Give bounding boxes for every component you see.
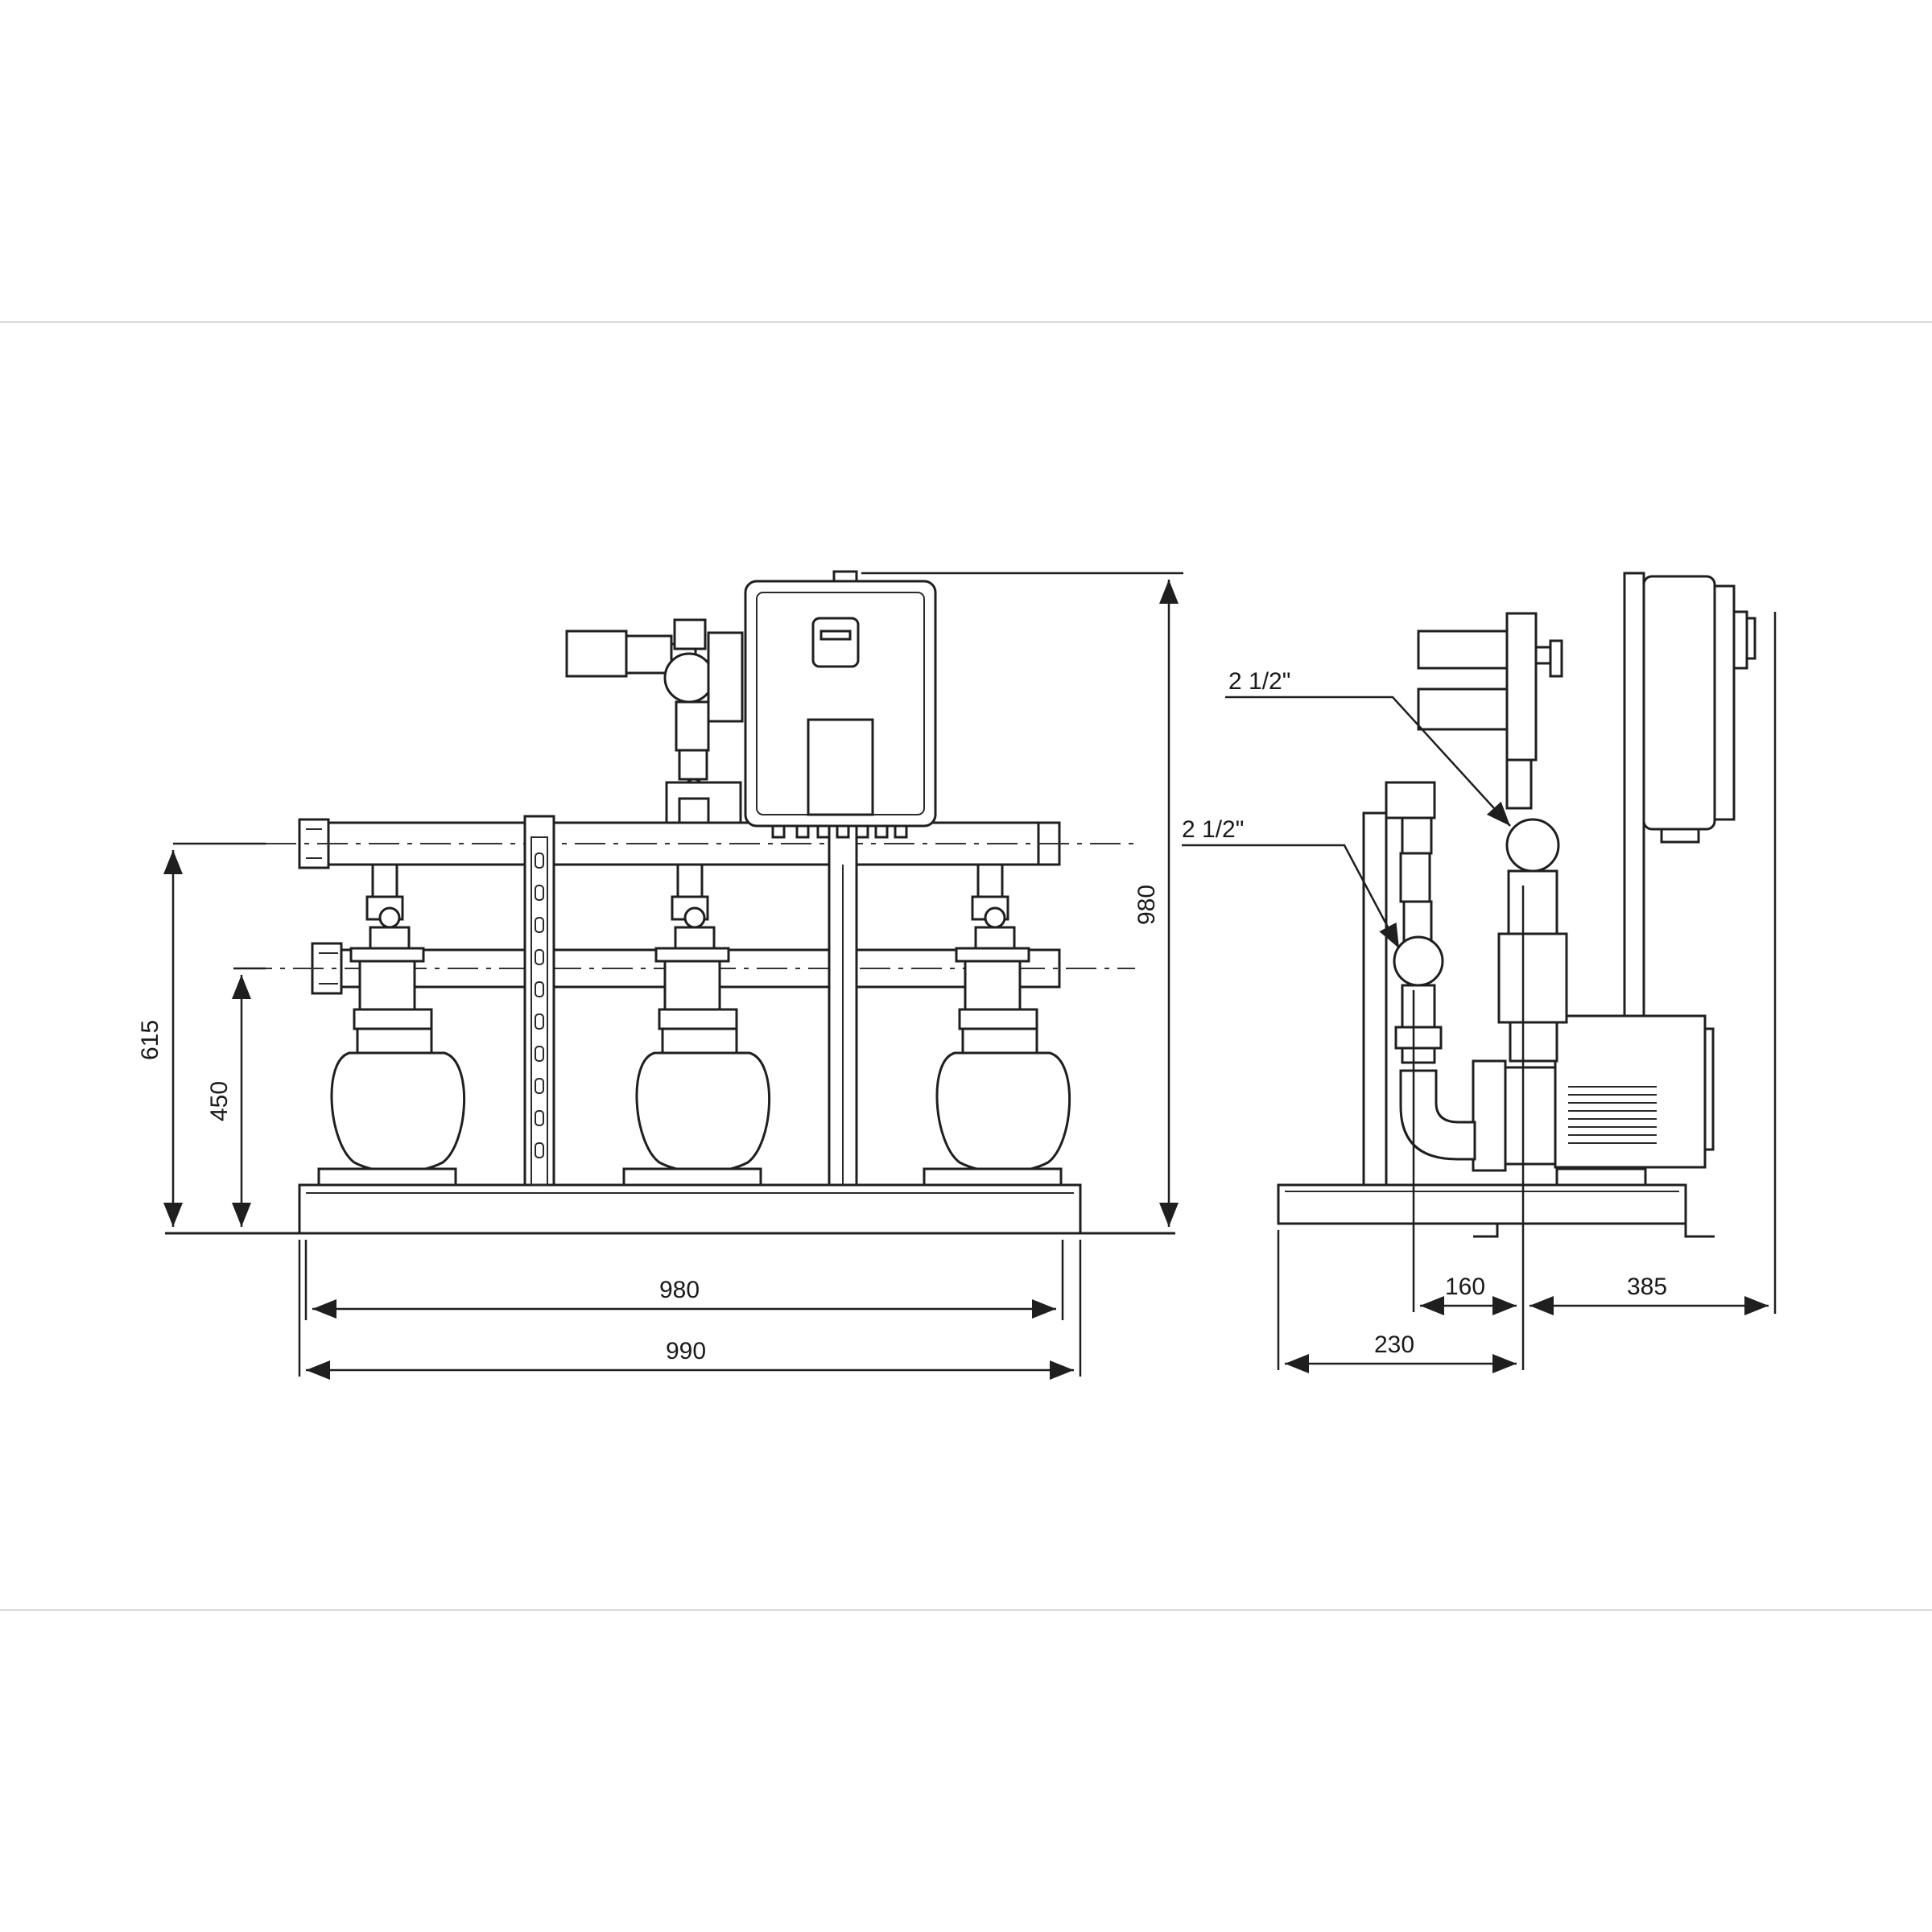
side-pump-motor: [1554, 1014, 1707, 1169]
pump-1-valve-icon: [378, 906, 401, 929]
leader-lower-connection: [1182, 844, 1401, 949]
pump-2-valve-icon: [683, 906, 706, 929]
label-450: 450: [206, 1081, 233, 1121]
pressure-gauge-icon: [663, 652, 715, 704]
dimension-labels: 615 450 980 980 990 160 385 230 2 1/2" 2…: [137, 668, 1667, 1364]
motor-fins: [1568, 1086, 1657, 1144]
side-control-cabinet: [1642, 575, 1716, 831]
label-385: 385: [1627, 1274, 1667, 1300]
pump-1-motor: [330, 1051, 465, 1174]
upper-manifold-union: [298, 818, 330, 869]
side-front-column: [1362, 811, 1388, 1187]
front-view: [165, 570, 1175, 1235]
display-window: [807, 718, 874, 816]
main-switch-icon: [811, 617, 860, 668]
label-990-width: 990: [666, 1338, 706, 1364]
label-615: 615: [137, 1020, 163, 1060]
lower-manifold-union: [311, 942, 343, 995]
pump-1: [317, 863, 465, 1187]
side-discharge-pipework: [1417, 612, 1568, 1063]
control-cabinet: [744, 570, 937, 839]
pump-3-valve-icon: [984, 906, 1006, 929]
side-upper-valve-icon: [1505, 818, 1560, 873]
label-lower-connection: 2 1/2": [1182, 816, 1244, 843]
pump-2-motor: [635, 1051, 770, 1174]
label-230: 230: [1374, 1331, 1414, 1358]
side-pump: [1472, 1014, 1715, 1187]
label-980-width: 980: [659, 1277, 700, 1303]
side-suction-pipework: [1385, 781, 1476, 1161]
label-160: 160: [1445, 1274, 1485, 1300]
cable-glands: [771, 824, 908, 839]
side-pressure-switch: [1417, 630, 1509, 670]
dimension-lines: [163, 572, 1777, 1380]
slotted-support-column: [523, 815, 555, 1187]
pump-2: [622, 863, 770, 1187]
pump-3-motor: [935, 1051, 1071, 1174]
label-980-height: 980: [1133, 885, 1160, 925]
side-view: [1277, 572, 1757, 1238]
label-upper-connection: 2 1/2": [1228, 668, 1290, 695]
column-slots: [535, 852, 544, 1158]
leader-upper-connection: [1225, 696, 1511, 827]
side-lower-valve-icon: [1393, 935, 1444, 987]
pressure-switch-assembly: [565, 618, 744, 824]
pump-3: [923, 863, 1071, 1187]
